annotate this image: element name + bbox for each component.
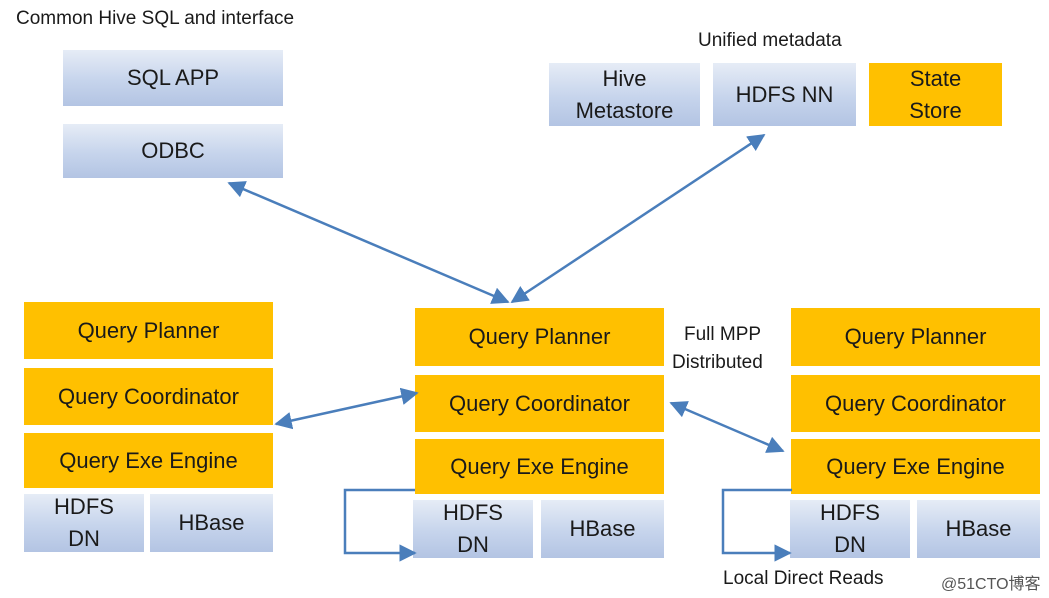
state-store-box: State Store [869,63,1002,126]
arrow-node1-to-node2 [274,387,419,430]
node-3-hdfs-dn-label-line2: DN [834,532,866,557]
watermark-text: @51CTO博客 [941,576,1041,593]
hdfs-nn-label: HDFS NN [735,81,834,107]
node-2-query-planner: Query Planner [415,308,664,366]
node-3-query-coordinator-label: Query Coordinator [825,390,1006,416]
odbc-label: ODBC [141,138,205,163]
node-3-hdfs-dn: HDFS DN [790,500,910,558]
state-store-label-line1: State [909,65,962,91]
odbc-box: ODBC [63,124,283,178]
node-3-query-planner: Query Planner [791,308,1040,366]
state-store-label-line2: Store [909,97,962,123]
node-2-query-coordinator-label: Query Coordinator [449,390,630,416]
node-3-query-planner-label: Query Planner [844,324,987,349]
node-3-query-exe-engine: Query Exe Engine [791,439,1040,494]
sql-app-box: SQL APP [63,50,283,106]
node-2-hbase: HBase [541,500,664,558]
node-3-hbase: HBase [917,500,1040,558]
full-mpp-label-line1: Full MPP [684,324,762,345]
hdfs-nn-box: HDFS NN [713,63,856,126]
node-1-hdfs-dn: HDFS DN [24,494,144,552]
arrow-planner-to-metadata [510,133,766,304]
node-2-hbase-label: HBase [569,516,636,541]
node-2-query-exe-engine-label: Query Exe Engine [450,453,629,479]
node-1-query-exe-engine: Query Exe Engine [24,433,273,488]
node-2-query-coordinator: Query Coordinator [415,375,664,432]
local-direct-reads-label: Local Direct Reads [723,568,884,589]
hive-metastore-label-line1: Hive [602,65,647,91]
node-2-query-planner-label: Query Planner [468,324,611,349]
node-1-hbase-label: HBase [178,510,245,535]
node-2-hdfs-dn: HDFS DN [413,500,533,558]
node-1-query-coordinator: Query Coordinator [24,368,273,425]
arrow-node3-local-read [721,488,792,562]
node-3-hbase-label: HBase [945,516,1012,541]
interface-heading: Common Hive SQL and interface [16,8,295,29]
node-1-query-planner-label: Query Planner [77,317,220,343]
node-2-query-exe-engine: Query Exe Engine [415,439,664,494]
arrow-node2-to-node3 [669,401,785,453]
arrow-interface-to-planner [227,181,510,304]
node-1-query-exe-engine-label: Query Exe Engine [59,447,238,473]
hive-metastore-label-line2: Metastore [575,97,674,123]
node-2-hdfs-dn-label-line2: DN [457,532,489,557]
node-3-query-coordinator: Query Coordinator [791,375,1040,432]
node-1-hbase: HBase [150,494,273,552]
node-1-query-planner: Query Planner [24,302,273,359]
node-1-hdfs-dn-label-line2: DN [68,526,100,551]
sql-app-label: SQL APP [126,65,220,90]
metadata-heading: Unified metadata [698,30,842,51]
node-3-query-exe-engine-label: Query Exe Engine [826,453,1005,479]
node-2-hdfs-dn-label-line1: HDFS [443,500,503,525]
node-3-hdfs-dn-label-line1: HDFS [820,500,880,525]
hive-metastore-box: Hive Metastore [549,63,700,126]
arrow-node2-local-read [343,488,417,562]
full-mpp-label-line2: Distributed [672,352,763,373]
node-1-query-coordinator-label: Query Coordinator [58,383,239,409]
node-1-hdfs-dn-label-line1: HDFS [54,494,114,519]
